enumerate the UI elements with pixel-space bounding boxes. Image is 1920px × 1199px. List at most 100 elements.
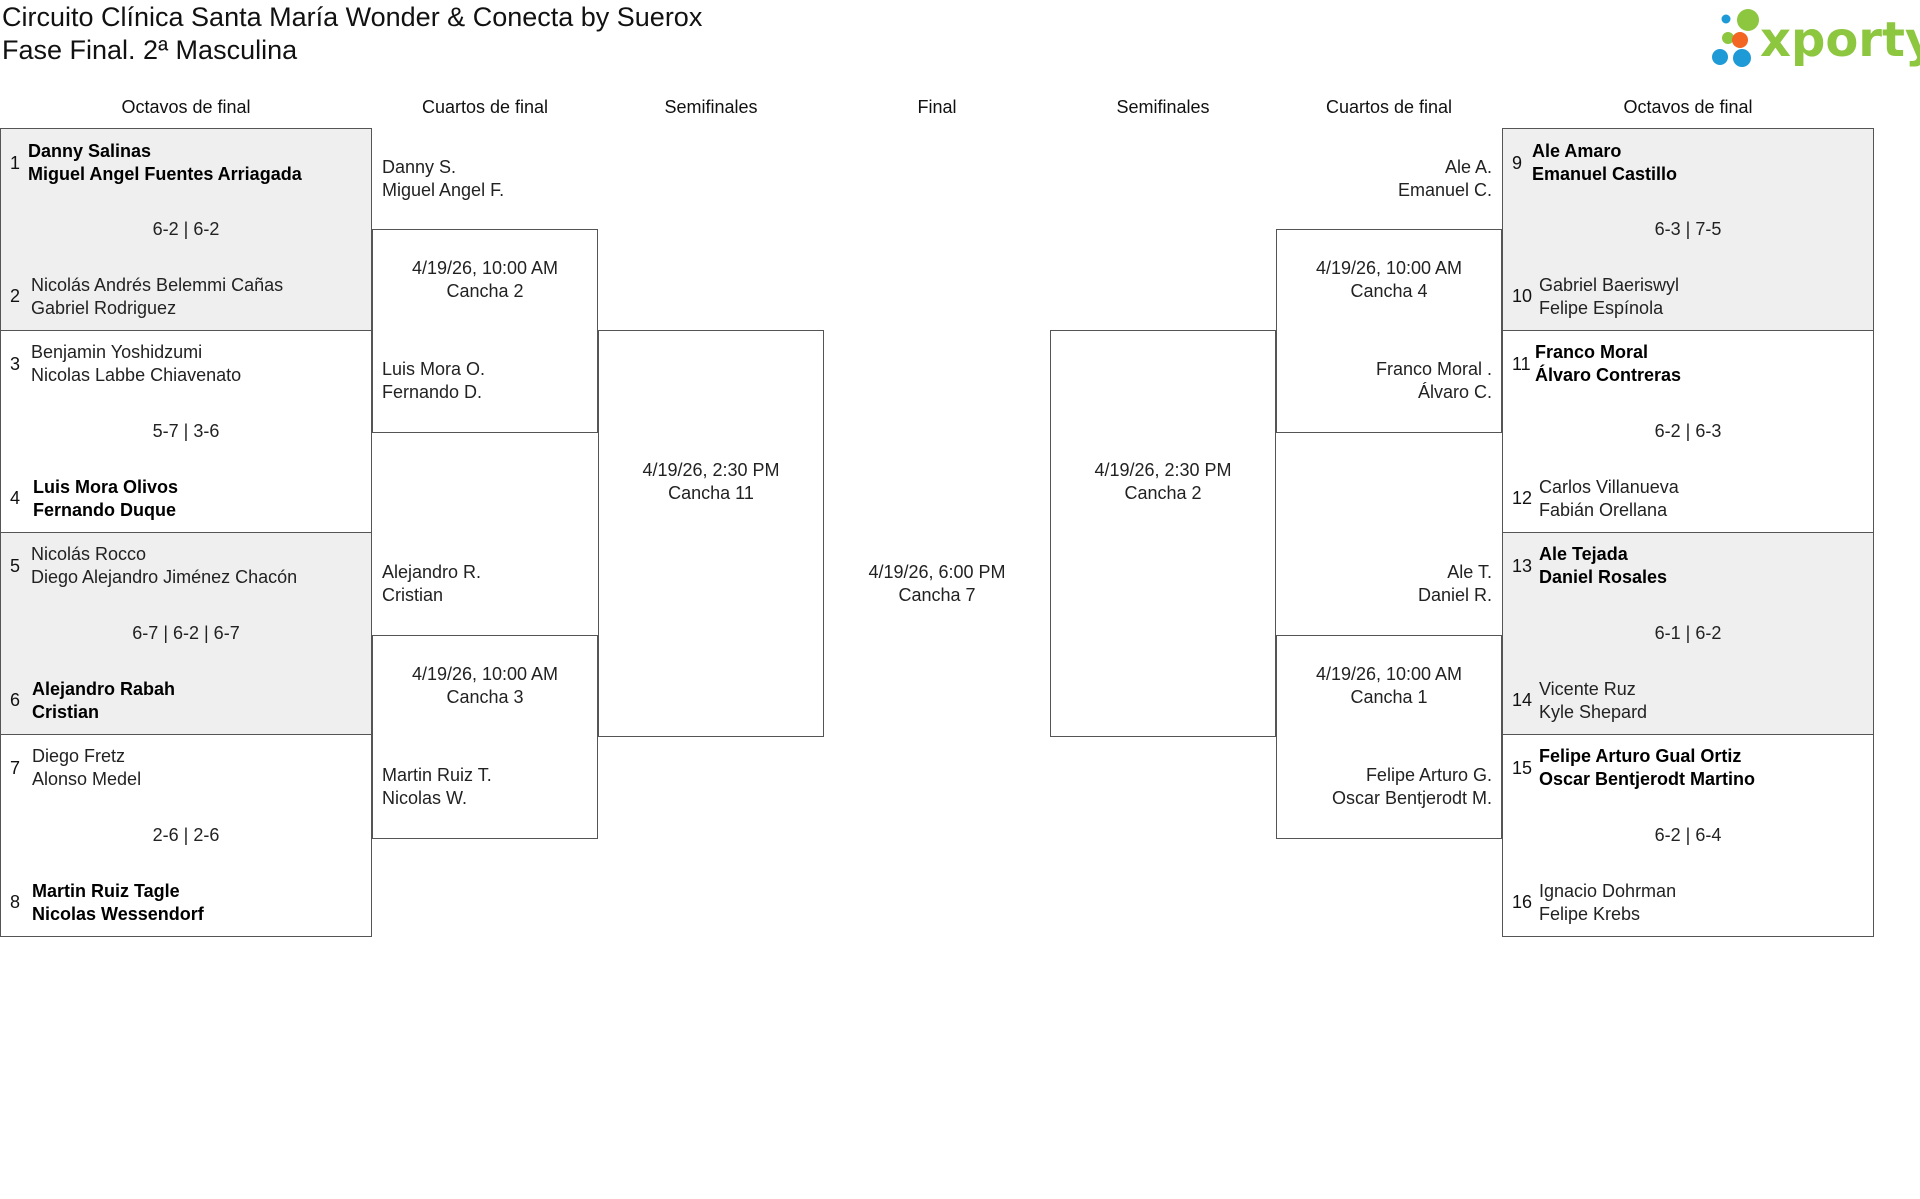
player-name: Nicolas Labbe Chiavenato bbox=[31, 365, 242, 385]
player-name: Gabriel Rodriguez bbox=[31, 298, 177, 318]
player-name: Felipe Arturo Gual Ortiz bbox=[1539, 746, 1742, 766]
player-name: Kyle Shepard bbox=[1539, 702, 1648, 722]
match-score: 6-2 | 6-4 bbox=[1654, 825, 1722, 845]
logo-dot-orange bbox=[1732, 32, 1748, 48]
column-header-semifinales-left: Semifinales bbox=[664, 97, 758, 117]
seed-number: 10 bbox=[1512, 286, 1533, 306]
qf-team-name: Alejandro R. bbox=[382, 562, 482, 582]
player-name: Carlos Villanueva bbox=[1539, 477, 1679, 497]
column-header-final: Final bbox=[917, 97, 957, 117]
match-court: Cancha 2 bbox=[1124, 483, 1202, 503]
match-court: Cancha 11 bbox=[668, 483, 754, 503]
logo-dot-blue-mid bbox=[1733, 49, 1751, 67]
r16-left-match-1[interactable] bbox=[0, 128, 372, 331]
seed-number: 14 bbox=[1512, 690, 1533, 710]
qf-team-name: Emanuel C. bbox=[1397, 180, 1492, 200]
player-name: Vicente Ruz bbox=[1539, 679, 1636, 699]
match-score: 6-2 | 6-3 bbox=[1654, 421, 1722, 441]
qf-team-name: Fernando D. bbox=[382, 382, 483, 402]
qf-team-name: Álvaro C. bbox=[1417, 382, 1492, 402]
seed-number: 2 bbox=[10, 286, 21, 306]
player-name: Nicolás Rocco bbox=[31, 544, 147, 564]
qf-right-match-1[interactable] bbox=[1276, 229, 1502, 433]
qf-team-name: Martin Ruiz T. bbox=[382, 765, 492, 785]
player-name: Miguel Angel Fuentes Arriagada bbox=[28, 164, 302, 184]
final-court: Cancha 7 bbox=[898, 585, 976, 605]
qf-team-name: Ale T. bbox=[1447, 562, 1492, 582]
page-title: Circuito Clínica Santa María Wonder & Co… bbox=[2, 2, 703, 32]
player-name: Alejandro Rabah bbox=[32, 679, 176, 699]
player-name: Danny Salinas bbox=[28, 141, 152, 161]
player-name: Fernando Duque bbox=[33, 500, 176, 520]
player-name: Felipe Krebs bbox=[1539, 904, 1641, 924]
seed-number: 11 bbox=[1512, 354, 1531, 374]
player-name: Alonso Medel bbox=[32, 769, 142, 789]
qf-team-name: Oscar Bentjerodt M. bbox=[1331, 788, 1492, 808]
match-score: 5-7 | 3-6 bbox=[152, 421, 220, 441]
player-name: Cristian bbox=[32, 702, 100, 722]
seed-number: 3 bbox=[10, 354, 21, 374]
match-score: 2-6 | 2-6 bbox=[152, 825, 220, 845]
qf-team-name: Luis Mora O. bbox=[382, 359, 486, 379]
player-name: Daniel Rosales bbox=[1539, 567, 1668, 587]
match-date: 4/19/26, 10:00 AM bbox=[411, 258, 559, 278]
match-score: 6-3 | 7-5 bbox=[1654, 219, 1722, 239]
r16-right-match-4[interactable] bbox=[1502, 734, 1874, 937]
match-date: 4/19/26, 10:00 AM bbox=[411, 664, 559, 684]
qf-team-name: Danny S. bbox=[382, 157, 457, 177]
column-header-cuartos-left: Cuartos de final bbox=[421, 97, 549, 117]
logo-text: xporty bbox=[1760, 12, 1920, 68]
seed-number: 16 bbox=[1512, 892, 1533, 912]
seed-number: 12 bbox=[1512, 488, 1533, 508]
qf-team-name: Nicolas W. bbox=[382, 788, 468, 808]
player-name: Nicolas Wessendorf bbox=[32, 904, 204, 924]
qf-team-name: Cristian bbox=[382, 585, 444, 605]
seed-number: 6 bbox=[10, 690, 21, 710]
match-date: 4/19/26, 2:30 PM bbox=[1094, 460, 1232, 480]
player-name: Ignacio Dohrman bbox=[1539, 881, 1677, 901]
logo-dot-green-large bbox=[1737, 9, 1759, 31]
player-name: Álvaro Contreras bbox=[1535, 365, 1682, 385]
xporty-logo-icon: xporty bbox=[1712, 9, 1920, 68]
column-header-octavos-left: Octavos de final bbox=[121, 97, 251, 117]
match-court: Cancha 4 bbox=[1350, 281, 1428, 301]
match-date: 4/19/26, 10:00 AM bbox=[1315, 664, 1463, 684]
column-header-cuartos-right: Cuartos de final bbox=[1325, 97, 1453, 117]
r16-right-match-1[interactable] bbox=[1502, 128, 1874, 331]
seed-number: 5 bbox=[10, 556, 21, 576]
column-header-octavos-right: Octavos de final bbox=[1623, 97, 1753, 117]
player-name: Luis Mora Olivos bbox=[33, 477, 179, 497]
player-name: Gabriel Baeriswyl bbox=[1539, 275, 1680, 295]
player-name: Diego Fretz bbox=[32, 746, 126, 766]
r16-left-match-3[interactable] bbox=[0, 532, 372, 735]
logo-dot-blue-small bbox=[1721, 14, 1731, 24]
match-court: Cancha 3 bbox=[446, 687, 524, 707]
seed-number: 1 bbox=[10, 153, 21, 173]
seed-number: 9 bbox=[1512, 153, 1523, 173]
sf-right-match[interactable] bbox=[1050, 330, 1276, 737]
player-name: Diego Alejandro Jiménez Chacón bbox=[31, 567, 298, 587]
match-score: 6-2 | 6-2 bbox=[152, 219, 220, 239]
player-name: Fabián Orellana bbox=[1539, 500, 1668, 520]
player-name: Felipe Espínola bbox=[1539, 298, 1664, 318]
qf-left-match-2[interactable] bbox=[372, 635, 598, 839]
player-name: Nicolás Andrés Belemmi Cañas bbox=[31, 275, 284, 295]
match-score: 6-7 | 6-2 | 6-7 bbox=[132, 623, 240, 643]
seed-number: 7 bbox=[10, 758, 21, 778]
qf-left-match-1[interactable] bbox=[372, 229, 598, 433]
match-court: Cancha 1 bbox=[1350, 687, 1428, 707]
r16-left-match-4[interactable] bbox=[0, 734, 372, 937]
match-date: 4/19/26, 2:30 PM bbox=[642, 460, 780, 480]
final-date: 4/19/26, 6:00 PM bbox=[868, 562, 1006, 582]
qf-right-match-2[interactable] bbox=[1276, 635, 1502, 839]
qf-team-name: Daniel R. bbox=[1417, 585, 1492, 605]
player-name: Franco Moral bbox=[1535, 342, 1649, 362]
qf-team-name: Felipe Arturo G. bbox=[1365, 765, 1492, 785]
page-subtitle: Fase Final. 2ª Masculina bbox=[2, 35, 298, 65]
xporty-logo: xporty bbox=[1696, 4, 1920, 68]
logo-dot-green-small bbox=[1722, 32, 1734, 44]
column-header-semifinales-right: Semifinales bbox=[1116, 97, 1210, 117]
sf-left-match[interactable] bbox=[598, 330, 824, 737]
player-name: Ale Amaro bbox=[1532, 141, 1622, 161]
seed-number: 13 bbox=[1512, 556, 1533, 576]
